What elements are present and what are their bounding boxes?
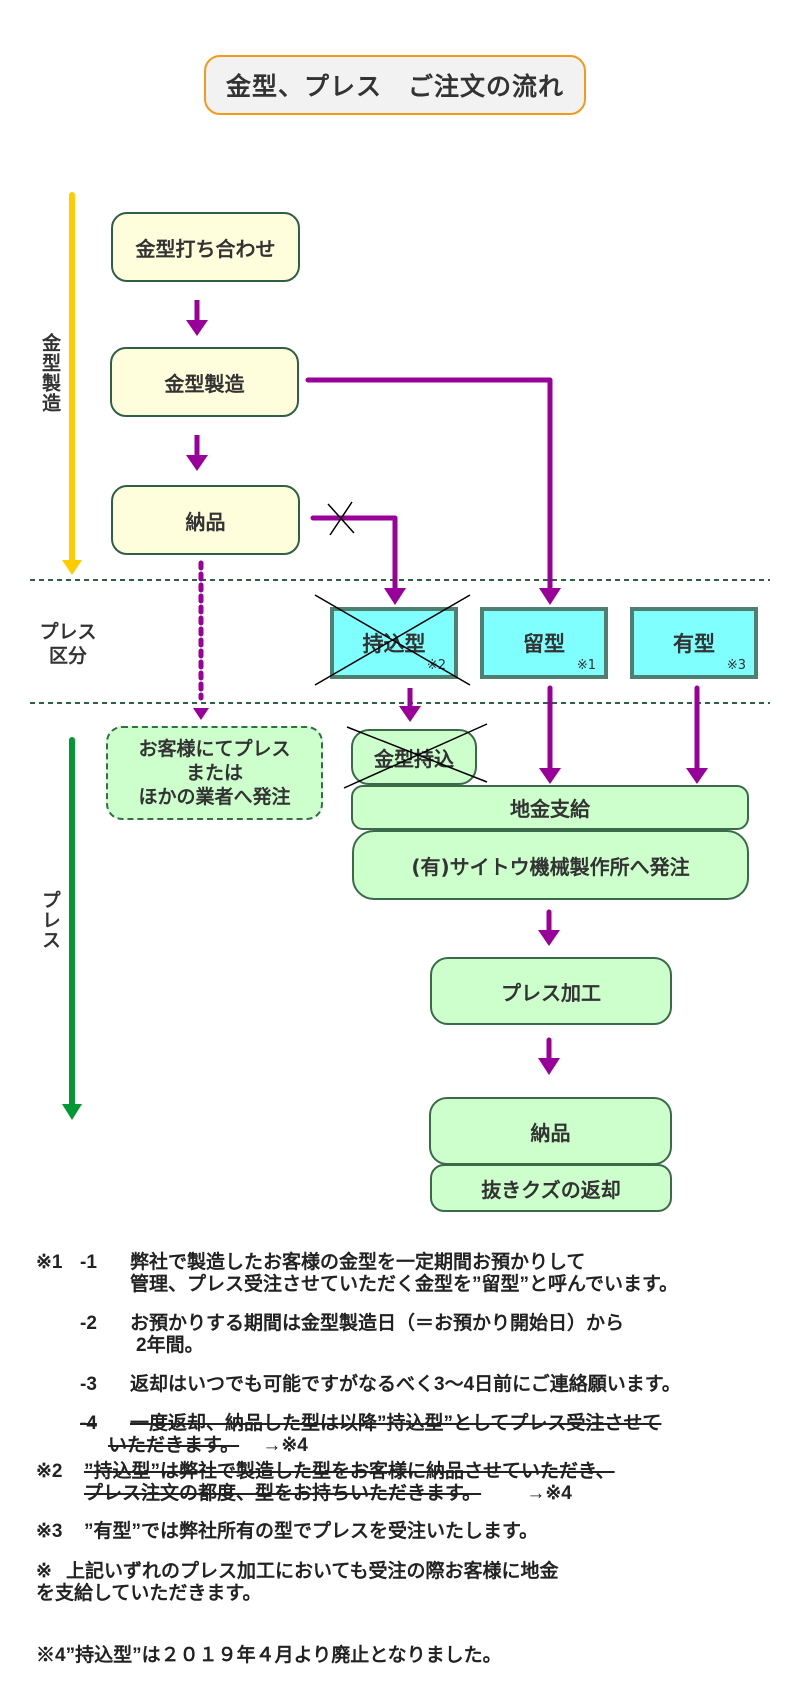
arrowhead xyxy=(539,588,561,605)
arrowhead xyxy=(538,930,560,946)
note-4: ※4”持込型”は２０１９年４月より廃止となりました。 xyxy=(36,1645,502,1666)
category-label: 留型 xyxy=(523,632,565,656)
phase-label-press: プレス xyxy=(39,890,61,950)
step-mold-delivery: 納品 xyxy=(111,485,300,555)
arrowhead xyxy=(686,768,708,784)
category-owned-mold: 有型 ※3 xyxy=(630,607,758,679)
crossed-out-mark xyxy=(343,723,488,789)
note-all: ※上記いずれのプレス加工においても受注の際お客様に地金 を支給していただきます。 xyxy=(36,1561,559,1604)
phase-label-category: プレス 区分 xyxy=(39,621,97,667)
arrowhead xyxy=(193,708,209,720)
arrowhead xyxy=(538,1058,560,1075)
note-2: ※2”持込型”は弊社で製造した型をお客様に納品させていただき、 プレス注文の都度… xyxy=(36,1461,615,1504)
arrowhead xyxy=(539,768,561,784)
press-phase-arrowhead xyxy=(62,1104,82,1120)
arrowhead xyxy=(186,320,208,336)
step-mold-consultation: 金型打ち合わせ xyxy=(111,212,300,282)
step-mold-manufacture: 金型製造 xyxy=(110,347,299,417)
category-label: 有型 xyxy=(673,632,715,656)
step-order-to-company: (有)サイトウ機械製作所へ発注 xyxy=(352,830,749,900)
crossed-out-mark xyxy=(314,594,471,686)
step-customer-press-option: お客様にてプレス または ほかの業者へ発注 xyxy=(106,726,323,820)
category-brought-mold: 持込型 ※2 xyxy=(330,607,458,679)
page-title: 金型、プレス ご注文の流れ xyxy=(204,55,586,115)
note-ref: ※1 xyxy=(576,658,596,673)
cross-mark xyxy=(329,501,353,536)
mold-phase-arrowhead xyxy=(62,560,82,575)
step-press-processing: プレス加工 xyxy=(430,957,672,1025)
arrowhead xyxy=(384,588,406,605)
step-supply-material: 地金支給 xyxy=(351,785,749,830)
arrow-manufacture-to-retained-mold xyxy=(305,377,553,593)
note-3: ※3”有型”では弊社所有の型でプレスを受注いたします。 xyxy=(36,1521,539,1542)
category-retained-mold: 留型 ※1 xyxy=(480,607,608,679)
phase-label-mold: 金型製造 xyxy=(39,333,61,413)
step-scrap-return: 抜きクズの返却 xyxy=(430,1164,672,1212)
note-ref: ※3 xyxy=(726,658,746,673)
step-press-delivery: 納品 xyxy=(429,1097,672,1165)
arrowhead xyxy=(186,455,208,471)
arrowhead xyxy=(399,706,421,722)
